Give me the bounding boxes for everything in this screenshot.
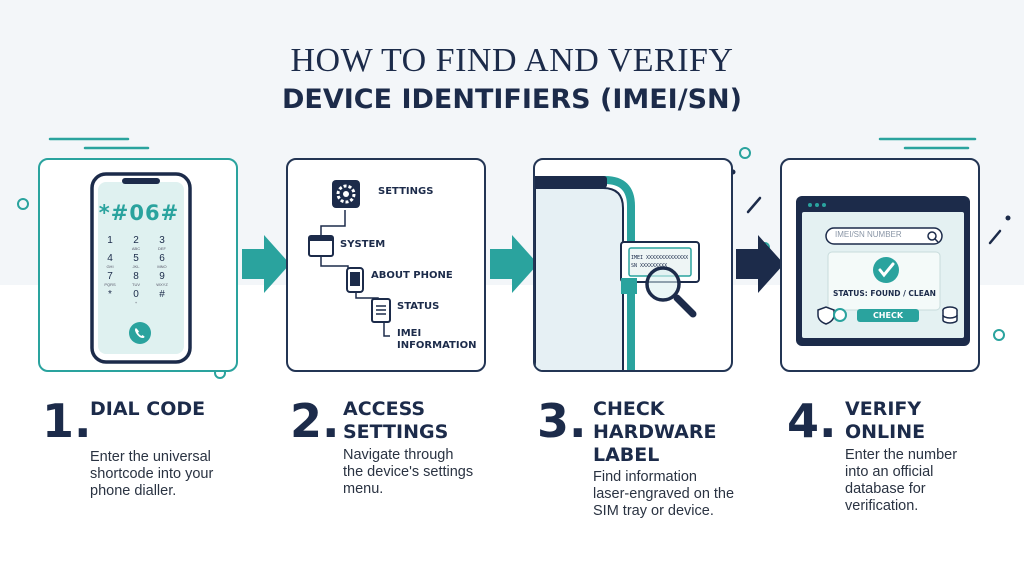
step4-number: 4. bbox=[787, 394, 837, 448]
step2-number: 2. bbox=[290, 394, 340, 448]
menu-item-imei-line1: IMEI bbox=[397, 328, 422, 339]
step4-card bbox=[780, 158, 980, 372]
label-imei: IMEI XXXXXXXXXXXXXX bbox=[631, 255, 689, 261]
phone-illustration bbox=[90, 172, 192, 364]
magnifier-icon bbox=[645, 266, 697, 318]
arrow-right-icon bbox=[736, 235, 784, 293]
page-title-line1: HOW TO FIND AND VERIFY bbox=[290, 42, 734, 79]
step1-title: DIAL CODE bbox=[90, 398, 206, 420]
menu-tree bbox=[308, 180, 391, 337]
dial-key[interactable]: # bbox=[159, 289, 165, 300]
device-illustration bbox=[535, 176, 700, 370]
page-title-line2: DEVICE IDENTIFIERS (IMEI/SN) bbox=[282, 84, 742, 115]
deco-circle bbox=[17, 198, 29, 210]
step3-card bbox=[533, 158, 733, 372]
laptop-illustration bbox=[796, 196, 970, 346]
deco-line bbox=[746, 196, 762, 214]
deco-circle bbox=[993, 329, 1005, 341]
arrow-right-icon bbox=[242, 235, 290, 293]
checkmark-icon bbox=[873, 257, 899, 283]
step1-number: 1. bbox=[42, 394, 92, 448]
dial-key[interactable]: 0+ bbox=[133, 289, 139, 306]
check-button[interactable]: CHECK bbox=[857, 309, 919, 322]
sim-tray-icon bbox=[620, 241, 700, 294]
deco-line bbox=[988, 229, 1002, 245]
menu-item-imei[interactable]: IMEI INFORMATION bbox=[397, 328, 476, 352]
deco-circle bbox=[739, 147, 751, 159]
deco-dot bbox=[1005, 215, 1011, 221]
step2-card bbox=[286, 158, 486, 372]
search-icon bbox=[927, 231, 937, 241]
dial-code: *#06# bbox=[98, 201, 180, 225]
dial-key[interactable]: * bbox=[108, 289, 112, 300]
label-sn: SN XXXXXXXXX bbox=[631, 263, 668, 269]
search-input[interactable]: IMEI/SN NUMBER bbox=[835, 230, 902, 239]
step3-number: 3. bbox=[537, 394, 587, 448]
database-icon bbox=[942, 306, 958, 324]
menu-item-system[interactable]: SYSTEM bbox=[340, 239, 386, 250]
dial-key[interactable]: 1 bbox=[107, 235, 113, 246]
status-text: STATUS: FOUND / CLEAN bbox=[833, 289, 936, 298]
shield-icon bbox=[817, 306, 835, 325]
arrow-right-icon bbox=[490, 235, 538, 293]
badge-icon bbox=[833, 308, 847, 322]
menu-item-status[interactable]: STATUS bbox=[397, 301, 440, 312]
phone-call-icon[interactable] bbox=[128, 321, 152, 345]
menu-item-imei-line2: INFORMATION bbox=[397, 340, 477, 351]
menu-item-settings[interactable]: SETTINGS bbox=[378, 186, 434, 197]
menu-item-about-phone[interactable]: ABOUT PHONE bbox=[371, 270, 453, 281]
